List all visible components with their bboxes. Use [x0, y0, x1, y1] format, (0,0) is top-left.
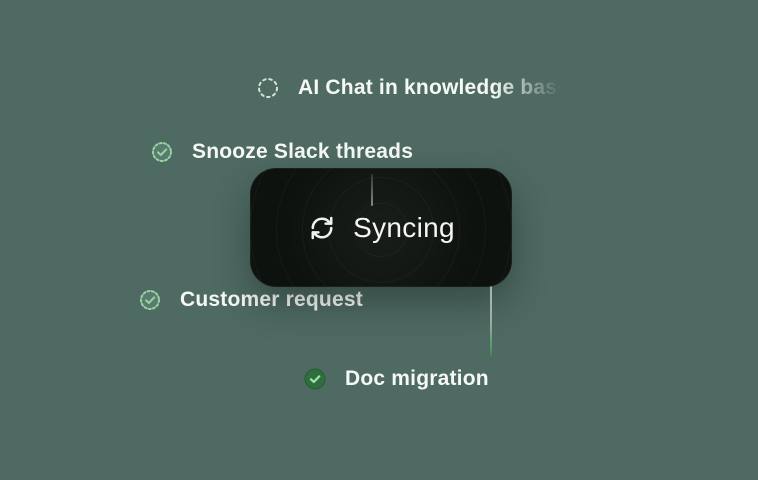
- syncing-label: Syncing: [353, 211, 455, 243]
- check-circle-icon: [150, 140, 174, 164]
- task-doc-migration[interactable]: Doc migration: [303, 367, 489, 391]
- syncing-card: Syncing: [250, 168, 512, 287]
- task-label: Doc migration: [345, 367, 489, 390]
- task-label: AI Chat in knowledge base: [298, 76, 570, 99]
- task-label: Customer request: [180, 288, 363, 311]
- check-circle-icon: [138, 288, 162, 312]
- task-snooze-slack-threads[interactable]: Snooze Slack threads: [150, 140, 413, 164]
- connector-line-bottom: [490, 285, 492, 356]
- task-ai-chat[interactable]: AI Chat in knowledge base: [256, 76, 569, 100]
- dashed-circle-icon: [256, 76, 280, 100]
- task-label: Snooze Slack threads: [192, 140, 414, 163]
- task-customer-request[interactable]: Customer request: [138, 288, 363, 312]
- sync-icon: [307, 213, 337, 243]
- check-circle-filled-icon: [303, 367, 327, 391]
- connector-line-top: [371, 174, 373, 206]
